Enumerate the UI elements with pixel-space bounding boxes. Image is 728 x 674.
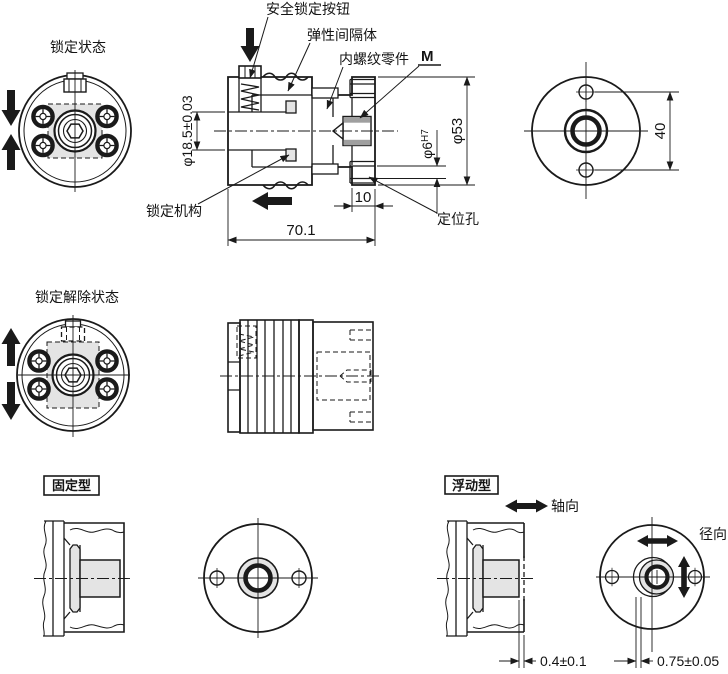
floating-label: 浮动型 [452,478,491,493]
plate-break-edge [445,520,450,637]
floating-side-view [437,520,534,637]
lock-pin-bottom [285,148,297,162]
thread-part-bottom-cap [311,163,339,175]
grip-scallops [262,72,309,190]
axial-double-arrow-icon [505,499,548,513]
unlocked-view-title: 锁定解除状态 [35,289,119,305]
dim-hole-depth: 10 [334,188,393,212]
machine-block [467,522,525,633]
floating-type-views: 浮动型 轴向 0.4±0.1 [437,475,727,669]
press-up-arrow-icon [1,134,21,170]
dim-length-text: 70.1 [286,222,315,239]
button-pocket [238,78,262,112]
dim-axial-text: 0.4±0.1 [540,653,587,669]
label-elastic-spacer: 弹性间隔体 [307,27,377,43]
dim-h7-fit: H7 [420,129,431,142]
flange-profile [63,537,81,620]
hidden-button [236,325,257,359]
label-locating-hole: 定位孔 [437,211,479,227]
fixed-front-view [198,518,318,638]
bolt-thread-bottom [343,139,371,146]
fixed-side-view [34,520,130,637]
mounting-plate [43,520,65,637]
cross-section-view: φ18.5±0.03 70.1 10 φ6H7 φ53 [146,1,479,246]
dim-phi6-text: φ6H7 [419,129,435,159]
dim-outer-dia: φ53 [378,76,475,186]
dim-40-text: 40 [652,123,669,140]
spring [240,83,260,111]
grip-ribs [247,320,292,433]
hidden-slots [349,329,373,423]
dim-phi6-value: φ6 [419,142,435,159]
label-thread-m: M [421,48,434,65]
fixed-type-views: 固定型 [34,475,318,638]
floating-label-box [444,475,499,495]
clamp-sleeve [69,544,81,613]
radial-vertical-arrow-icon [678,556,690,598]
release-down-arrow-icon [1,382,21,420]
flange-bore-lines [228,361,240,391]
radial-horizontal-arrow-icon [637,535,678,547]
crosshair [198,518,318,638]
fixed-label-box [43,475,100,496]
locked-view-title: 锁定状态 [50,39,106,55]
dim-hole-pitch: 40 [595,91,679,171]
hidden-bolt [339,369,372,383]
crosshair [596,517,710,652]
plate-break-edge [42,520,47,637]
dim-total-length: 70.1 [227,189,376,246]
unlocked-front-view: 锁定解除状态 [1,289,130,437]
section-labels: 安全锁定按钮 弹性间隔体 内螺纹零件 M 锁定机构 定位孔 [146,1,479,227]
dim-phi53-text: φ53 [449,118,466,144]
dim-bore-dia: φ18.5±0.03 [179,95,225,167]
crosshair [18,315,130,437]
rear-view: 40 [524,62,679,199]
dim-radial-play: 0.75±0.05 [614,597,719,669]
safety-button [238,65,262,79]
release-direction-arrow-icon [252,192,292,210]
mounting-plate [446,520,468,637]
floating-front-view: 径向 [596,517,727,652]
dim-axial-play: 0.4±0.1 [499,600,587,669]
dim-10-text: 10 [355,189,372,206]
flange-profile [466,537,484,620]
rear-crosshair [524,62,648,199]
fixed-label: 固定型 [52,478,91,493]
lock-button-lines [66,327,80,341]
axial-label: 轴向 [551,498,579,514]
positioning-hole-slots [349,78,375,184]
lock-pin-top [285,100,297,114]
label-safety-button: 安全锁定按钮 [266,1,350,17]
release-up-arrow-icon [1,328,21,366]
push-button-arrow-icon [240,28,260,62]
block-break-lines [69,527,125,630]
locked-front-view: 锁定状态 [1,39,132,192]
dim-radial-text: 0.75±0.05 [657,653,719,669]
clamp-sleeve [472,544,484,613]
thread-part-top-cap [311,87,339,99]
lock-button-lines [68,79,82,92]
dim-locating-dia: φ6H7 [377,129,446,214]
machine-block [64,522,125,633]
label-lock-mechanism: 锁定机构 [146,203,202,219]
press-down-arrow-icon [1,90,21,126]
label-female-thread: 内螺纹零件 [339,51,409,67]
side-view-unlocked [220,319,382,434]
dim-bore-text: φ18.5±0.03 [179,95,195,166]
bolt-thread-top [343,117,371,123]
block-break-lines [472,527,525,630]
radial-label: 径向 [699,526,727,542]
